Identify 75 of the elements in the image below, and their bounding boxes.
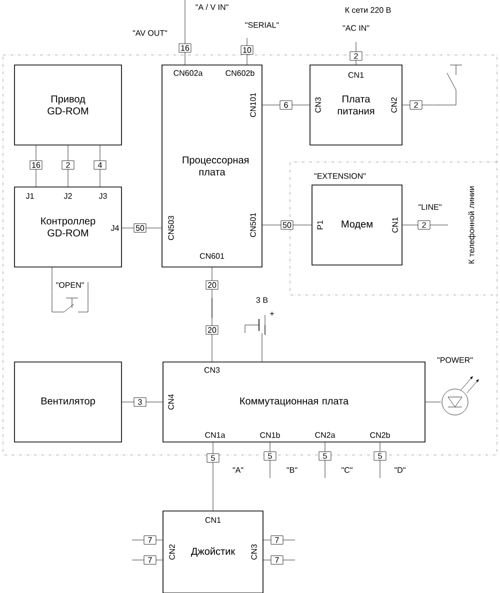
block-box: Привод GD-ROM bbox=[14, 64, 122, 146]
connector-label: 5 bbox=[264, 452, 276, 460]
connector-name: CN1a bbox=[205, 432, 226, 438]
connector-label: 2 bbox=[350, 52, 362, 60]
connector-line bbox=[262, 224, 312, 226]
connector-label: 6 bbox=[280, 100, 292, 110]
connector-line bbox=[402, 104, 434, 106]
connector-name: CN2 bbox=[391, 97, 397, 113]
connector-label: 10 bbox=[240, 45, 254, 55]
connector-name: CN3 bbox=[251, 544, 257, 560]
connector-name: CN2a bbox=[315, 432, 336, 438]
connector-name: P1 bbox=[317, 220, 323, 230]
connector-name: "A / V IN" bbox=[196, 4, 228, 10]
connector-line bbox=[262, 104, 310, 106]
connector-line bbox=[324, 442, 326, 478]
connector-name: CN601 bbox=[200, 253, 224, 259]
connector-label: 5 bbox=[318, 452, 332, 460]
connector-name: CN602b bbox=[226, 70, 254, 76]
battery-symbol bbox=[244, 314, 266, 336]
connector-name: "AV OUT" bbox=[132, 30, 168, 36]
connector-name: CN2 bbox=[169, 544, 175, 560]
switch-symbol bbox=[52, 282, 88, 312]
connector-name: CN4 bbox=[168, 394, 174, 410]
connector-name: "D" bbox=[394, 467, 406, 473]
connector-label: 7 bbox=[270, 536, 284, 544]
connector-label: 20 bbox=[206, 280, 218, 290]
connector-label: 5 bbox=[206, 454, 220, 462]
connector-line bbox=[402, 224, 448, 226]
connector-name: "POWER" bbox=[437, 357, 473, 363]
connector-name: CN503 bbox=[168, 216, 174, 240]
connector-label: 3 bbox=[134, 397, 146, 407]
connector-line bbox=[212, 442, 214, 511]
connector-name: 3 В bbox=[256, 297, 268, 303]
connector-name: "AC IN" bbox=[342, 25, 370, 31]
connector-label: 16 bbox=[30, 160, 42, 170]
connector-label: 4 bbox=[94, 160, 106, 170]
connector-name: "A" bbox=[232, 467, 244, 473]
connector-label: 7 bbox=[270, 556, 284, 564]
connector-line bbox=[246, 38, 248, 65]
connector-label: 5 bbox=[374, 452, 386, 460]
connector-label: 50 bbox=[134, 223, 146, 233]
connector-line bbox=[184, 0, 186, 65]
led-symbol bbox=[442, 376, 479, 416]
connector-label: 2 bbox=[418, 220, 430, 230]
connector-label: 7 bbox=[144, 536, 156, 544]
connector-name: J2 bbox=[64, 193, 72, 199]
connector-name: CN3 bbox=[315, 97, 321, 113]
connector-name: CN602a bbox=[174, 70, 203, 76]
connector-name: CN2b bbox=[370, 432, 390, 438]
connector-label: 2 bbox=[62, 160, 74, 170]
connector-name: CN1 bbox=[205, 517, 221, 523]
switch-symbol bbox=[434, 64, 462, 106]
connector-name: К телефонной линии bbox=[468, 186, 476, 264]
connector-name: J3 bbox=[98, 193, 107, 199]
connector-name: CN3 bbox=[204, 367, 220, 373]
connector-name: CN1 bbox=[348, 72, 364, 78]
connector-name: J4 bbox=[110, 225, 119, 231]
connector-name: CN501 bbox=[250, 212, 256, 238]
block-box: Вентилятор bbox=[14, 362, 122, 442]
connector-label: 50 bbox=[280, 220, 294, 230]
connector-name: "C" bbox=[342, 467, 352, 473]
connector-name: CN1 bbox=[392, 217, 398, 233]
connector-name: "B" bbox=[286, 467, 298, 473]
connector-name: "SERIAL" bbox=[245, 22, 279, 28]
connector-name: "LINE" bbox=[418, 204, 442, 210]
connector-label: 20 bbox=[206, 325, 218, 335]
connector-name: + bbox=[270, 312, 274, 316]
connector-label: 16 bbox=[178, 43, 192, 53]
connector-name: CN101 bbox=[250, 92, 256, 118]
connector-name: "OPEN" bbox=[56, 282, 84, 288]
connector-label: 2 bbox=[410, 100, 422, 110]
connector-name: J1 bbox=[26, 193, 34, 199]
connector-name: К сети 220 В bbox=[346, 7, 391, 13]
connector-name: CN1b bbox=[260, 432, 280, 438]
connector-label: 7 bbox=[144, 556, 156, 564]
